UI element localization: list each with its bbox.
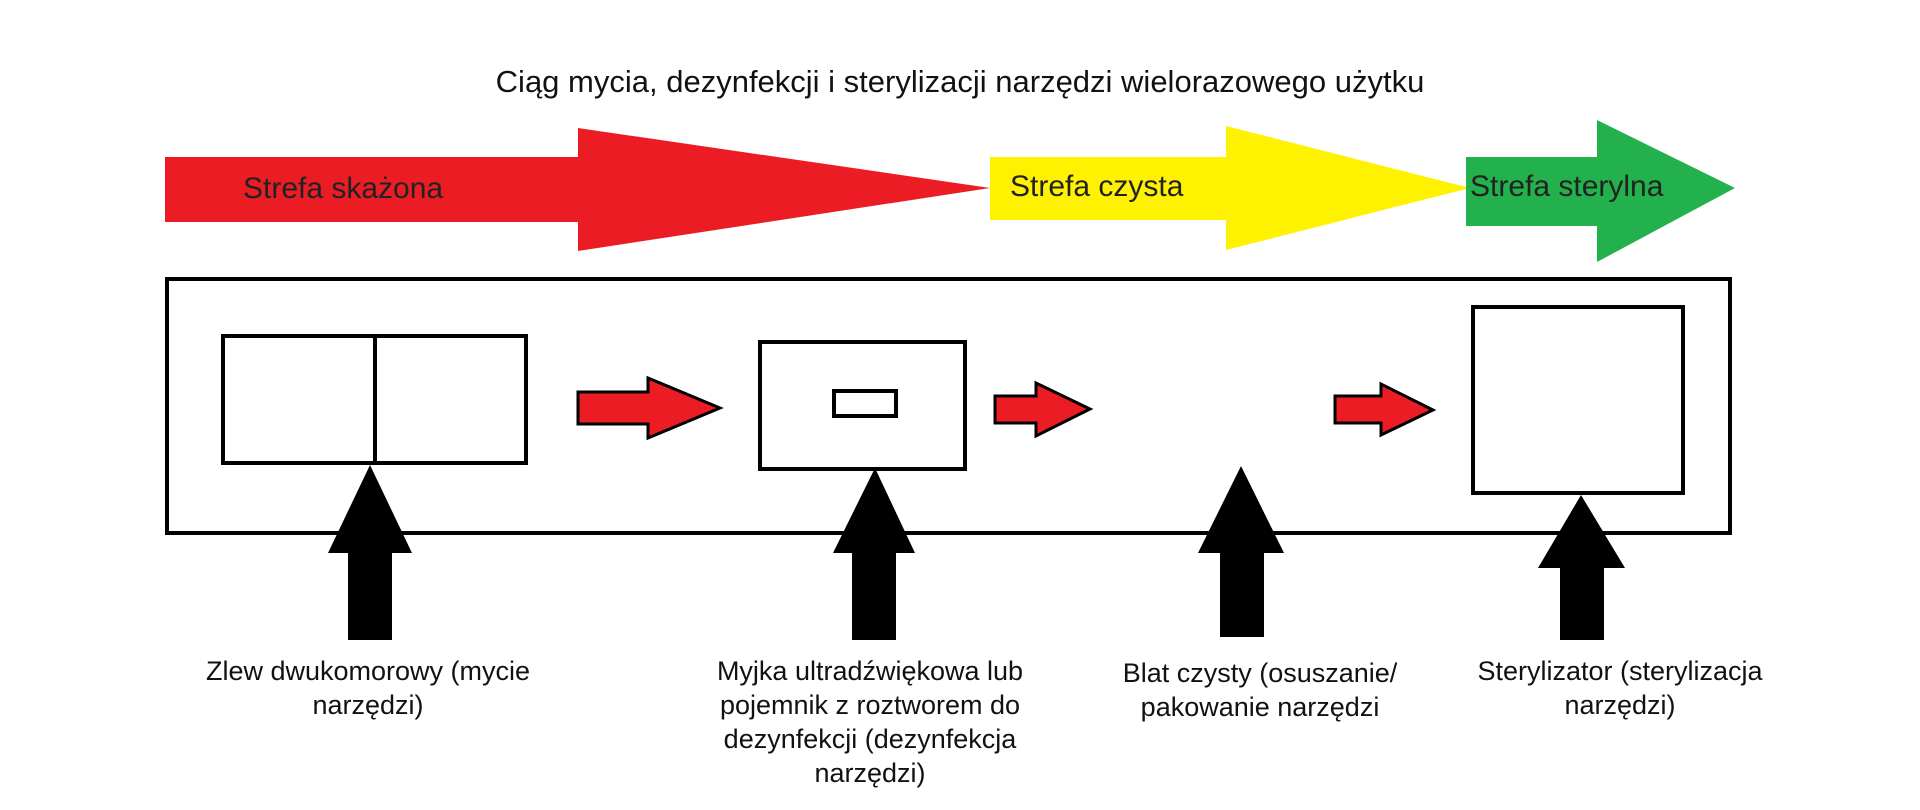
double-sink-left-chamber: [221, 334, 377, 465]
zone-label-sterile: Strefa sterylna: [1470, 170, 1664, 203]
double-sink-right-chamber: [373, 334, 528, 465]
caption-double-sink: Zlew dwukomorowy (mycie narzędzi): [205, 656, 531, 720]
ultrasonic-cleaner-slot: [832, 389, 898, 418]
caption-clean-counter: Blat czysty (osuszanie/ pakowanie narzęd…: [1122, 658, 1398, 722]
flow-arrow-3: [1333, 381, 1437, 438]
zone-arrow-sterile: [1466, 120, 1735, 262]
zone-arrow-clean: [990, 126, 1470, 250]
caption-ultrasonic-cleaner: Myjka ultradźwiękowa lub pojemnik z rozt…: [716, 656, 1024, 788]
workbench-outline: [165, 277, 1732, 535]
diagram-title: Ciąg mycia, dezynfekcji i sterylizacji n…: [495, 64, 1425, 99]
flow-arrow-2: [993, 380, 1094, 439]
pointer-arrow-clean-counter: [1198, 466, 1284, 637]
sterilizer-box: [1471, 305, 1685, 495]
zone-label-clean: Strefa czysta: [1010, 170, 1184, 203]
flow-arrow-1: [576, 375, 724, 441]
caption-sterilizer: Sterylizator (sterylizacja narzędzi): [1477, 656, 1763, 720]
zone-arrow-contaminated: [165, 128, 990, 251]
pointer-arrow-sterilizer: [1538, 495, 1625, 640]
pointer-arrow-ultrasonic: [833, 468, 915, 640]
pointer-arrow-sink: [328, 465, 412, 640]
zone-label-contaminated: Strefa skażona: [243, 172, 444, 205]
